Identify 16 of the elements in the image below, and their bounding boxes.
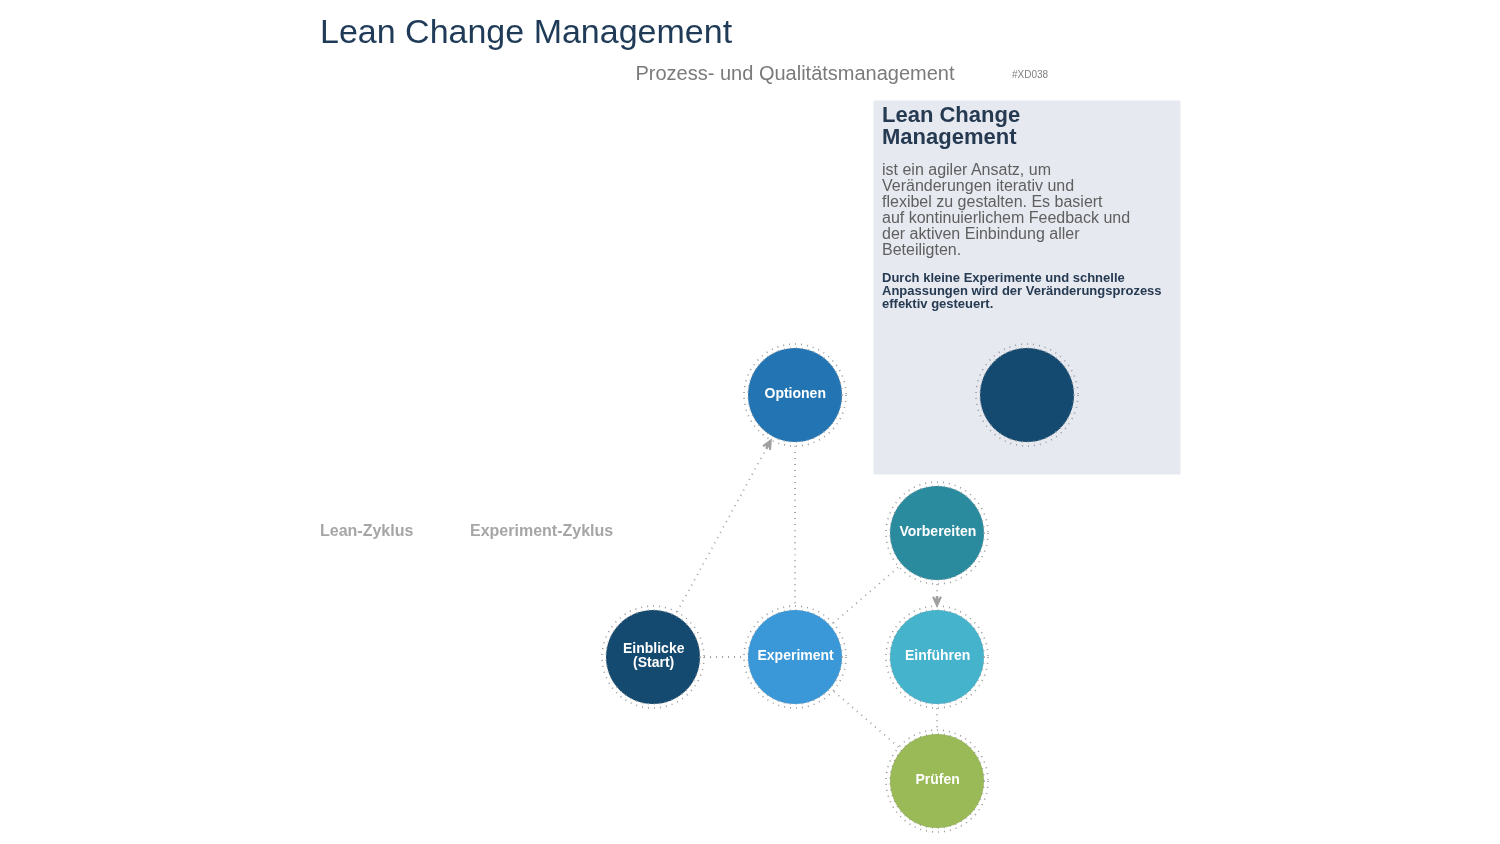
connector — [832, 566, 900, 624]
label: Lean-Zyklus — [320, 521, 414, 539]
node-circle: Einführen — [885, 605, 989, 709]
label: Experiment-Zyklus — [470, 521, 614, 539]
cluster: Lean Change Management ist ein agiler Ansatz, um Veränderungen iterativ und flexibel zu gestalten. Es basiert auf kontinuierlichem Feedback und der aktiven Einbindung aller Beteiligten. Durch kleine Experimente und schnelle Anpassungen wird der Veränderungsprozess effektiv gesteuert. — [873, 100, 1181, 475]
label: #XD038 — [1012, 68, 1049, 80]
node-circle: Optionen — [743, 343, 847, 447]
node-circle — [975, 343, 1079, 447]
node-circle: Einblicke (Start) — [601, 605, 705, 709]
node-circle: Experiment — [743, 605, 847, 709]
node-circle: Vorbereiten — [885, 481, 989, 585]
node-circle: Prüfen — [885, 729, 989, 833]
label: Prozess- und Qualitätsmanagement — [635, 62, 955, 84]
diagram-title: Lean Change Management — [320, 12, 733, 51]
arrow — [676, 439, 772, 613]
connector — [832, 690, 900, 748]
